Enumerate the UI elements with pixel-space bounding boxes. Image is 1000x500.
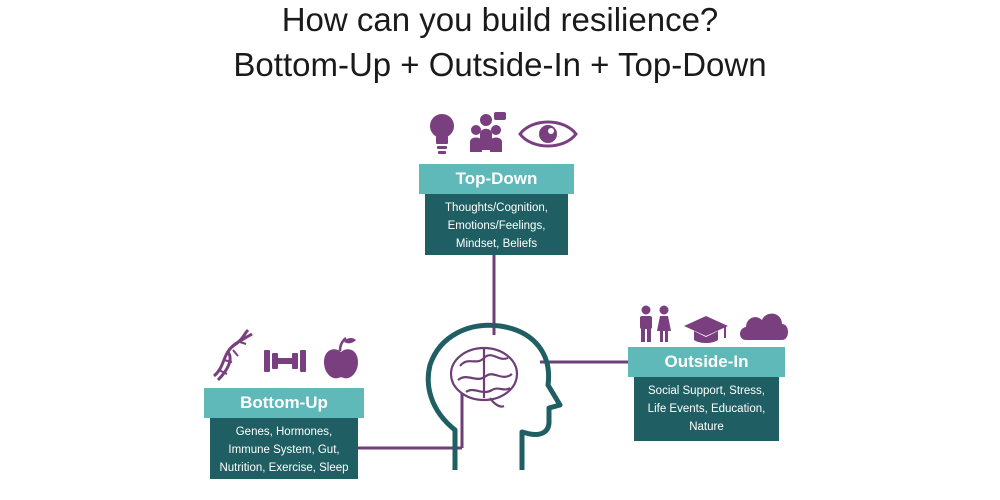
outside-in-line-2: Life Events, Education, <box>647 403 766 415</box>
bottom-up-heading: Bottom-Up <box>204 388 364 418</box>
outside-in-body: Social Support, Stress, Life Events, Edu… <box>634 377 779 441</box>
graduation-cap-icon <box>684 316 728 343</box>
eye-icon <box>518 120 578 148</box>
top-down-box: Top-Down Thoughts/Cognition, Emotions/Fe… <box>419 164 574 255</box>
brain-icon <box>449 346 519 408</box>
bottom-up-line-1: Genes, Hormones, <box>235 426 333 438</box>
outside-in-box: Outside-In Social Support, Stress, Life … <box>628 347 785 441</box>
top-down-body: Thoughts/Cognition, Emotions/Feelings, M… <box>425 194 568 255</box>
group-icon <box>470 112 506 152</box>
outside-in-line-3: Nature <box>689 421 724 433</box>
outside-in-heading: Outside-In <box>628 347 785 377</box>
dumbbell-icon <box>264 350 306 372</box>
apple-icon <box>324 337 358 379</box>
people-icon <box>640 305 671 342</box>
title-line-1: How can you build resilience? <box>281 1 719 38</box>
bottom-up-body: Genes, Hormones, Immune System, Gut, Nut… <box>210 418 358 479</box>
dna-icon <box>212 328 253 382</box>
top-down-heading: Top-Down <box>419 164 574 194</box>
top-down-line-2: Emotions/Feelings, <box>447 220 546 232</box>
head-silhouette <box>425 322 563 470</box>
cloud-icon <box>740 313 788 340</box>
title-line-2: Bottom-Up + Outside-In + Top-Down <box>233 46 767 83</box>
top-down-line-3: Mindset, Beliefs <box>455 238 538 250</box>
lightbulb-icon <box>430 114 454 154</box>
outside-in-line-1: Social Support, Stress, <box>648 385 765 397</box>
bottom-up-line-2: Immune System, Gut, <box>228 444 340 456</box>
bottom-up-box: Bottom-Up Genes, Hormones, Immune System… <box>204 388 364 479</box>
bottom-up-line-3: Nutrition, Exercise, Sleep <box>219 462 349 474</box>
top-down-line-1: Thoughts/Cognition, <box>445 202 548 214</box>
